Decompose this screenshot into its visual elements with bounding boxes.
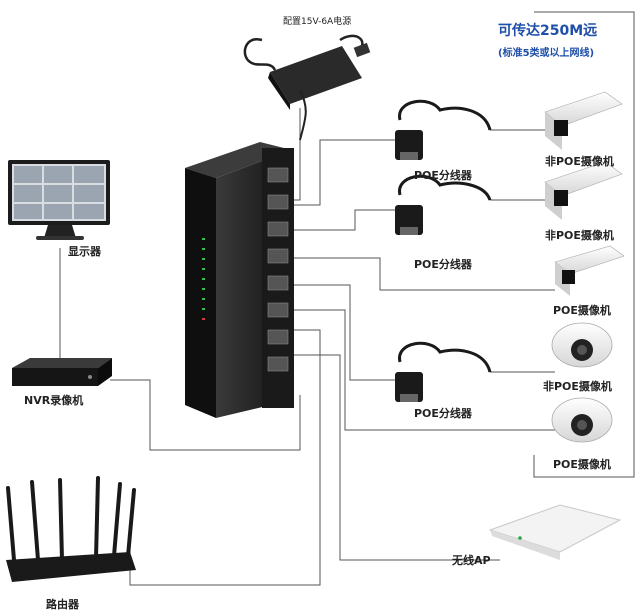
camera-4-label: 非POE摄像机 xyxy=(543,380,612,393)
power-adapter-icon xyxy=(243,34,371,141)
range-note-label: (标准5类或以上网线) xyxy=(498,48,595,59)
camera-1-bullet-icon xyxy=(544,91,623,150)
range-title-label: 可传达250M远 xyxy=(498,23,598,39)
camera-5-label: POE摄像机 xyxy=(553,458,611,471)
switch-ports xyxy=(267,167,289,372)
splitter-3-label: POE分线器 xyxy=(414,407,472,420)
camera3-line xyxy=(292,257,555,291)
camera-3-bullet-icon xyxy=(554,245,625,296)
monitor-icon xyxy=(8,160,110,240)
power-supply-label: 配置15V-6A电源 xyxy=(283,17,352,27)
nvr-recorder-icon xyxy=(12,358,112,386)
splitter2-line xyxy=(292,209,400,231)
splitter-2-label: POE分线器 xyxy=(414,258,472,271)
range-bracket xyxy=(533,11,635,478)
nvr-label: NVR录像机 xyxy=(24,394,84,407)
camera-2-bullet-icon xyxy=(544,161,623,220)
router-label: 路由器 xyxy=(46,598,79,611)
poe-switch-icon xyxy=(185,142,294,418)
poe-splitter-1-icon xyxy=(395,99,492,160)
poe-splitter-2-icon xyxy=(395,174,492,235)
ap-switch-cable xyxy=(292,354,500,561)
camera-2-label: 非POE摄像机 xyxy=(545,229,614,242)
camera-5-dome-icon xyxy=(551,397,613,443)
cabling xyxy=(59,11,635,586)
wireless-ap-icon xyxy=(488,504,622,560)
monitor-label: 显示器 xyxy=(68,245,101,258)
wireless-ap-label: 无线AP xyxy=(452,554,491,567)
switch-leds xyxy=(202,238,205,320)
camera-4-dome-icon xyxy=(551,322,613,368)
nvr-switch-cable xyxy=(110,379,301,451)
camera-1-label: 非POE摄像机 xyxy=(545,155,614,168)
router-icon xyxy=(6,476,136,582)
splitter1-line xyxy=(292,139,400,206)
splitter3-line xyxy=(292,284,400,381)
poe-splitter-3-icon xyxy=(395,341,492,402)
camera-3-label: POE摄像机 xyxy=(553,304,611,317)
splitter-1-label: POE分线器 xyxy=(414,169,472,182)
camera5-line xyxy=(292,309,555,431)
